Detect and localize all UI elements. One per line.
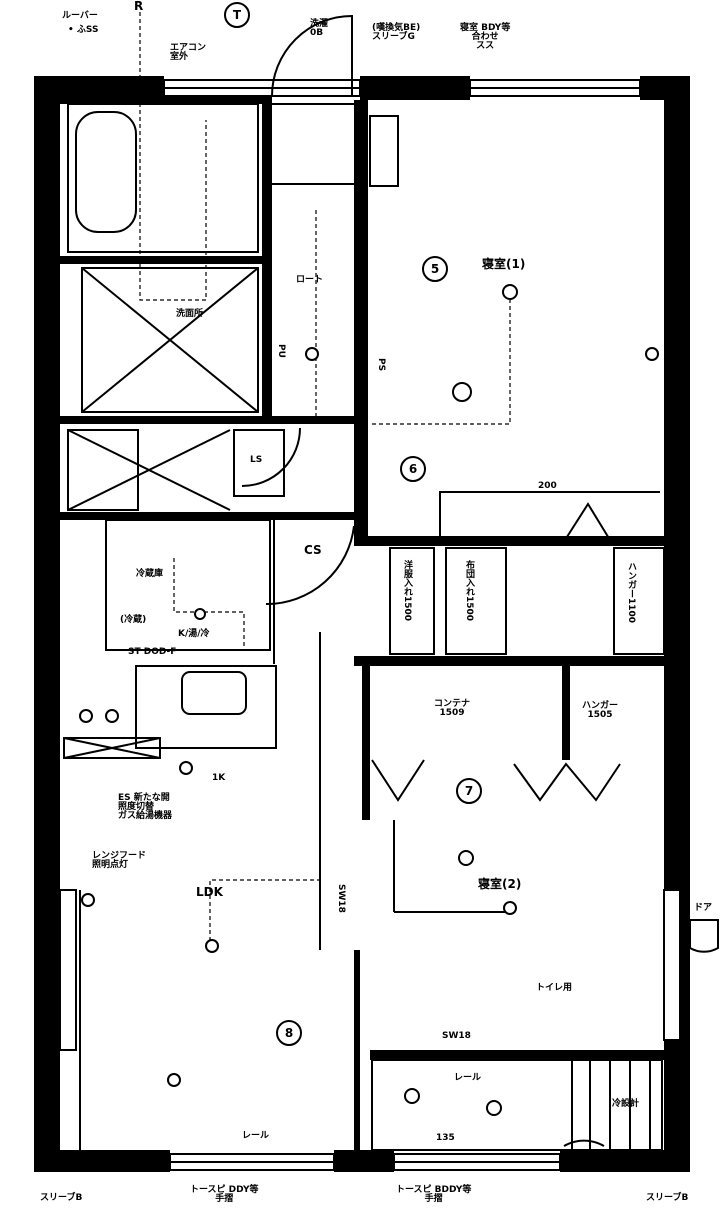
partitions (63, 103, 665, 1151)
label-utility-box: 洗濯 0B (310, 19, 329, 38)
outer-wall-bottom-mid (334, 1150, 394, 1172)
label-hanger-1505: ハンガー 1505 (582, 701, 619, 720)
fixtures (79, 284, 659, 1116)
label-refrigerator: 冷蔵庫 (136, 569, 164, 579)
label-ls: LS (250, 455, 263, 465)
marker-6: 6 (400, 456, 426, 482)
label-range-hood: レンジフード 照明点灯 (92, 851, 147, 870)
marker-8: 8 (276, 1020, 302, 1046)
label-bottom-window-right: トースピ BDDY等 手摺 (396, 1185, 472, 1204)
outer-wall-bottom-left (34, 1150, 170, 1172)
outer-wall-right-lower (664, 1060, 690, 1172)
label-bedroom-1: 寝室(1) (482, 257, 526, 271)
label-rail: レール (242, 1131, 270, 1141)
label-ps: PS (376, 358, 386, 372)
label-sleeve-b-left: スリーブB (40, 1193, 83, 1203)
label-control-notes: ES 新たな開 照度切替 ガス給湯機器 (118, 793, 173, 821)
label-pu: PU (276, 344, 286, 358)
label-louver: ルーバー (62, 11, 98, 21)
label-bedroom-2: 寝室(2) (478, 877, 522, 891)
marker-t: T (224, 2, 250, 28)
label-ac-outdoor: エアコン室外 (170, 43, 207, 62)
label-sw18-bottom: SW18 (442, 1031, 471, 1041)
label-sleeve-g: (嘆換気BE) スリーブG (372, 23, 421, 42)
outer-wall-bottom-right (560, 1150, 690, 1172)
label-dim-200: 200 (538, 481, 557, 491)
door-swings (241, 14, 719, 1147)
label-futon-storage: 布団入れ1500 (464, 560, 474, 622)
label-door: ドア (694, 903, 713, 913)
label-sleeve-b-right: スリーブB (646, 1193, 689, 1203)
label-1k: 1K (212, 773, 226, 783)
label-cs: CS (304, 543, 322, 557)
label-shelf-135: 135 (436, 1133, 455, 1143)
label-r: R (134, 0, 144, 13)
label-louver-sub: • ふSS (68, 25, 99, 35)
label-clothes-storage: 洋服入れ1500 (402, 560, 412, 622)
outer-wall-top-right (640, 76, 690, 100)
wiring (139, 12, 511, 948)
windows (59, 79, 681, 1171)
label-bottom-window-left: トースピ DDY等 手摺 (190, 1185, 259, 1204)
label-ldk: LDK (196, 885, 223, 899)
label-bedroom-window: 寝室 BDY等 合わせ スス (460, 23, 511, 51)
label-sw18-left: SW18 (336, 884, 346, 913)
label-rail-top: レール (454, 1073, 482, 1083)
outer-wall-top-mid (360, 76, 470, 100)
label-container: コンテナ 1509 (434, 699, 471, 718)
outer-wall-left (34, 80, 60, 1172)
label-hanger-1100: ハンガー1100 (626, 562, 636, 624)
label-hall-wall: ロート (296, 275, 324, 285)
label-cold-design: 冷設計 (612, 1099, 640, 1109)
marker-5: 5 (422, 256, 448, 282)
label-toilet: トイレ用 (536, 983, 573, 993)
label-kitchen-sub: ST DOD-F (128, 647, 177, 657)
label-kitchen-counter: (冷蔵) (120, 615, 147, 625)
label-kitchen: K/湯/冷 (178, 629, 210, 639)
interior-walls (60, 96, 664, 1150)
marker-7: 7 (456, 778, 482, 804)
label-washroom: 洗面所 (176, 309, 204, 319)
